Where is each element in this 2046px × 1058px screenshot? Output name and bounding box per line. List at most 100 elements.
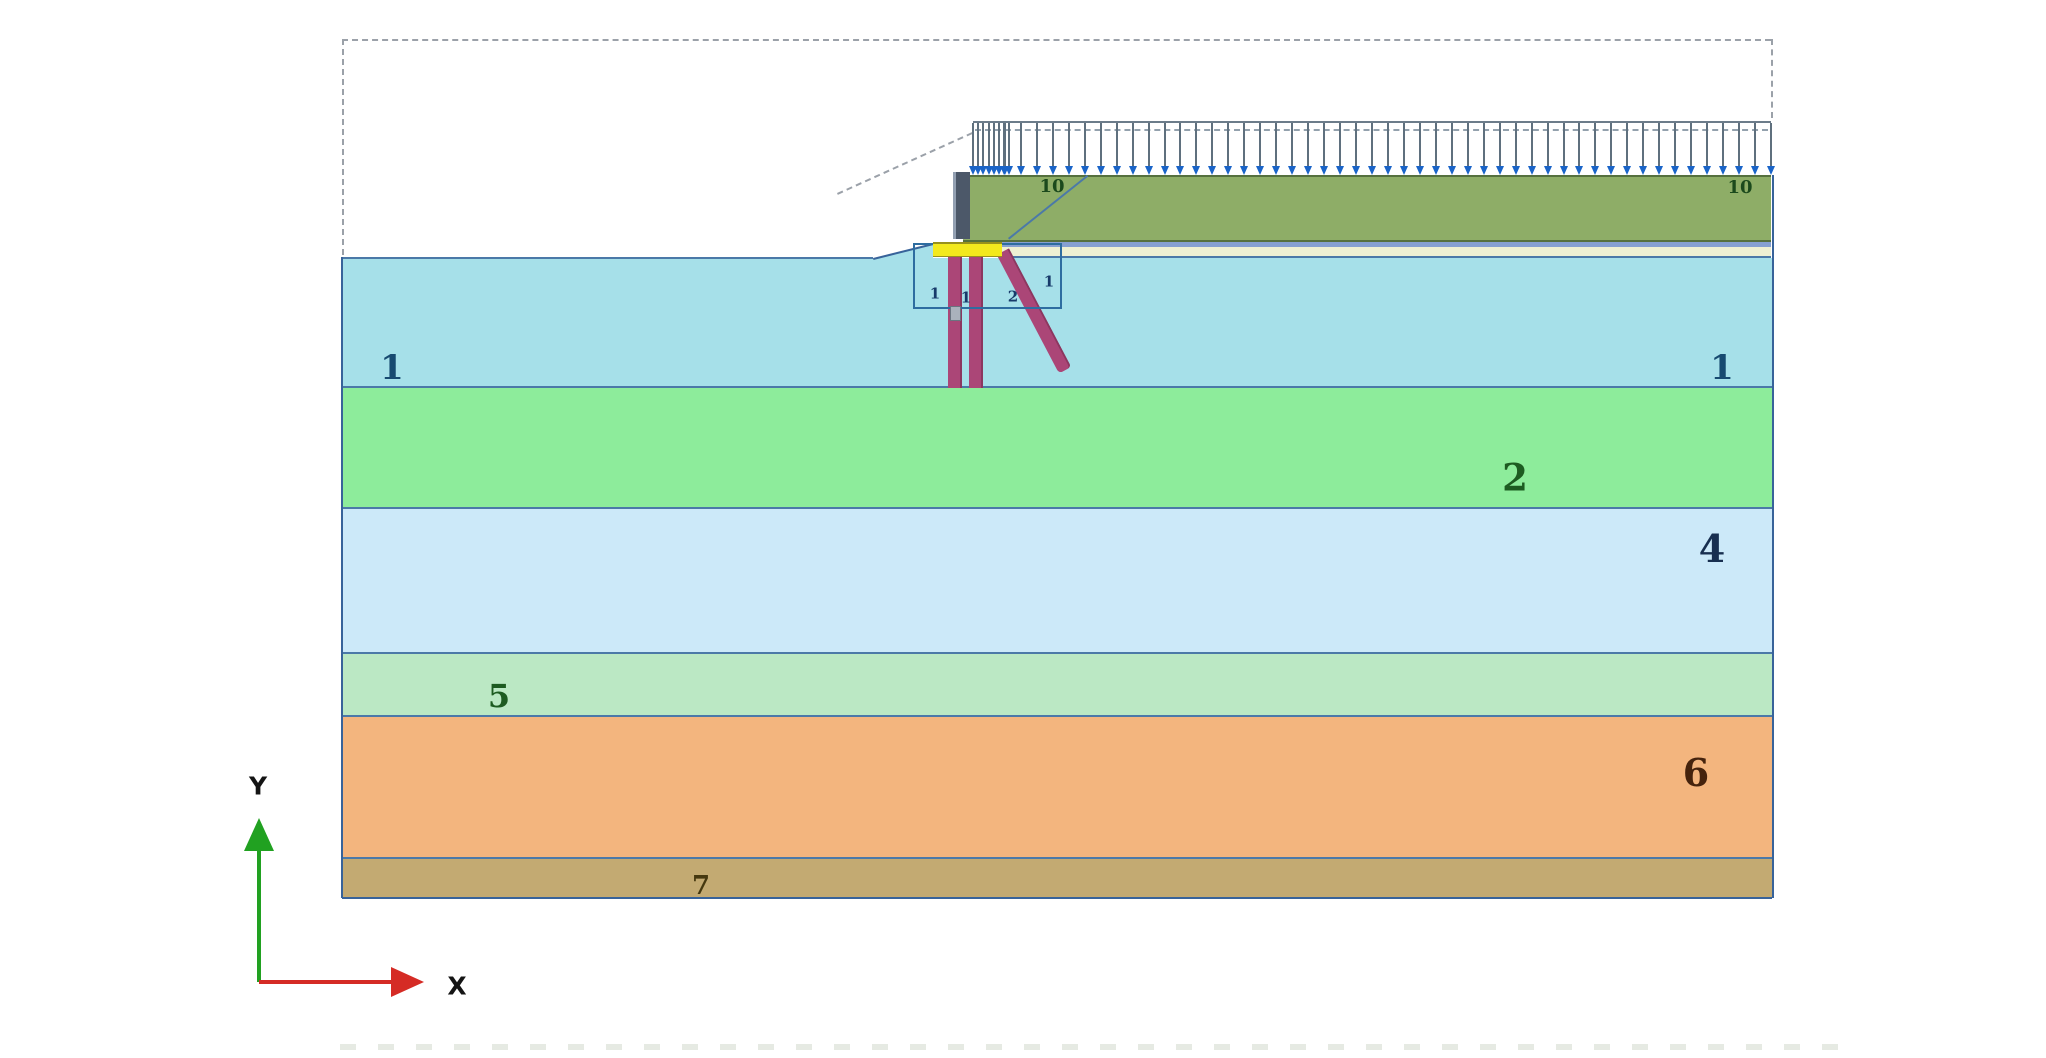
load-arrow-head-icon [1734, 166, 1743, 175]
layer-label-1: 1 [1710, 348, 1734, 388]
load-arrow-head-icon [1606, 166, 1615, 175]
load-arrow-head-icon [1702, 166, 1711, 175]
load-arrow-head-icon [1766, 166, 1775, 175]
load-arrow-head-icon [1032, 166, 1041, 175]
load-arrow-head-icon [1543, 166, 1552, 175]
load-arrow-head-icon [1415, 166, 1424, 175]
load-arrow-head-icon [1718, 166, 1727, 175]
load-arrow-head-icon [1638, 166, 1647, 175]
load-arrow-head-icon [1239, 166, 1248, 175]
load-arrow-stem [1004, 123, 1006, 167]
load-arrow-stem [1068, 123, 1070, 167]
load-arrow-stem [1020, 123, 1022, 167]
load-arrow-head-icon [1622, 166, 1631, 175]
load-arrow-stem [1499, 123, 1501, 167]
load-arrow-stem [1419, 123, 1421, 167]
load-arrow-head-icon [1590, 166, 1599, 175]
contour-box-left-edge [342, 39, 344, 255]
load-arrow-stem [1227, 123, 1229, 167]
load-arrow-stem [1323, 123, 1325, 167]
load-arrow-head-icon [1112, 166, 1121, 175]
layer-label-5: 5 [487, 677, 511, 715]
load-arrow-head-icon [1527, 166, 1536, 175]
y-axis-arrowhead-icon [244, 818, 274, 851]
bottom-artifact-row [340, 1044, 1852, 1050]
load-arrow-stem [1036, 123, 1038, 167]
load-arrow-stem [1132, 123, 1134, 167]
load-arrow-stem [998, 123, 1000, 167]
load-arrow-head-icon [1144, 166, 1153, 175]
load-arrow-head-icon [1431, 166, 1440, 175]
load-arrow-stem [1658, 123, 1660, 167]
load-top-line [973, 121, 1771, 123]
soil-layer-6 [342, 716, 1772, 858]
load-arrow-stem [1642, 123, 1644, 167]
load-arrow-head-icon [1670, 166, 1679, 175]
load-arrow-stem [1084, 123, 1086, 167]
load-arrow-stem [1531, 123, 1533, 167]
pile-group-label: 1 [1043, 272, 1055, 291]
load-arrow-stem [982, 123, 984, 167]
load-arrow-head-icon [973, 166, 982, 175]
soil-layer-7 [342, 858, 1772, 898]
load-arrow-head-icon [1383, 166, 1392, 175]
load-arrow-stem [1738, 123, 1740, 167]
load-arrow-stem [972, 123, 974, 167]
load-arrow-head-icon [1574, 166, 1583, 175]
load-arrow-stem [1339, 123, 1341, 167]
load-arrow-stem [1706, 123, 1708, 167]
load-arrow-stem [1387, 123, 1389, 167]
load-arrow-head-icon [1750, 166, 1759, 175]
load-arrow-stem [1626, 123, 1628, 167]
load-arrow-head-icon [1351, 166, 1360, 175]
load-arrow-head-icon [1096, 166, 1105, 175]
load-arrow-head-icon [1255, 166, 1264, 175]
load-arrow-head-icon [994, 166, 1003, 175]
load-arrow-stem [988, 123, 990, 167]
load-arrow-head-icon [1048, 166, 1057, 175]
load-arrow-stem [1211, 123, 1213, 167]
soil-layer-5 [342, 653, 1772, 716]
load-arrow-head-icon [1399, 166, 1408, 175]
load-arrow-stem [1467, 123, 1469, 167]
load-arrow-head-icon [1287, 166, 1296, 175]
load-arrow-head-icon [984, 166, 993, 175]
load-arrow-head-icon [989, 166, 998, 175]
layer-boundary-line [342, 386, 1772, 388]
load-arrow-head-icon [1303, 166, 1312, 175]
layer-boundary-line [342, 507, 1772, 509]
embankment-label: 10 [1727, 177, 1753, 198]
x-axis-arrowhead-icon [391, 967, 424, 997]
load-arrow-stem [1243, 123, 1245, 167]
contour-box-right-edge [1771, 39, 1773, 118]
load-arrow-stem [1594, 123, 1596, 167]
load-arrow-head-icon [1495, 166, 1504, 175]
load-arrow-head-icon [1160, 166, 1169, 175]
soil-layer-2 [342, 387, 1772, 508]
y-axis-label: Y [248, 771, 268, 801]
x-axis-line [259, 980, 392, 984]
load-arrow-stem [1770, 123, 1772, 167]
embankment [963, 175, 1771, 242]
x-axis-label: X [447, 971, 467, 1001]
load-arrow-head-icon [1128, 166, 1137, 175]
load-arrow-stem [993, 123, 995, 167]
pile-vertical-2 [969, 252, 983, 388]
pile-group-label: 1 [929, 284, 941, 303]
load-arrow-head-icon [1191, 166, 1200, 175]
load-arrow-head-icon [1447, 166, 1456, 175]
load-arrow-head-icon [1064, 166, 1073, 175]
load-arrow-stem [1371, 123, 1373, 167]
load-arrow-stem [1451, 123, 1453, 167]
layer-label-6: 6 [1682, 750, 1710, 795]
embankment-label: 10 [1039, 176, 1065, 197]
load-arrow-stem [977, 123, 979, 167]
load-arrow-stem [1116, 123, 1118, 167]
layer-boundary-line [342, 715, 1772, 717]
load-arrow-head-icon [1463, 166, 1472, 175]
load-arrow-stem [1722, 123, 1724, 167]
load-arrow-stem [1355, 123, 1357, 167]
load-arrow-head-icon [978, 166, 987, 175]
load-arrow-stem [1179, 123, 1181, 167]
